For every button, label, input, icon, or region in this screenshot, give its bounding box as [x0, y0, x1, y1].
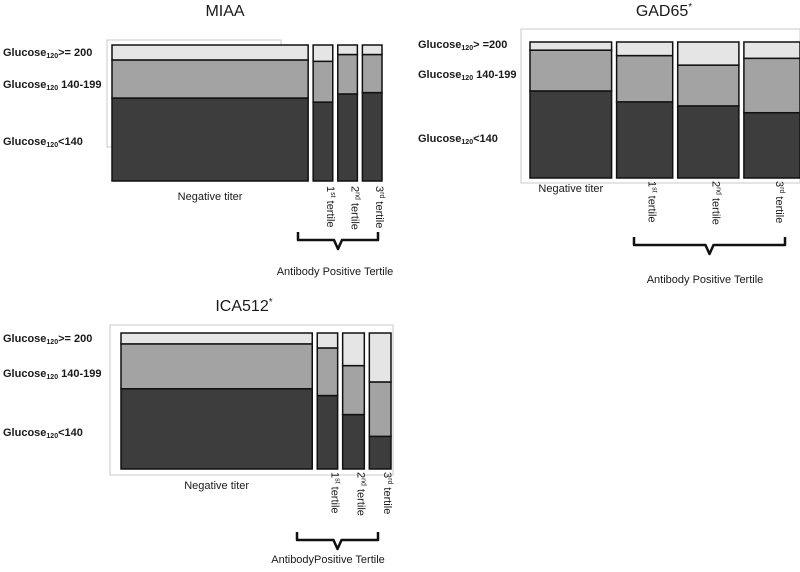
category-label: Negative titer — [538, 183, 603, 195]
bar-segment-lt140 — [676, 105, 740, 179]
bar-segment-140-199 — [120, 343, 313, 390]
category-label: 3rd tertile — [381, 472, 393, 514]
bar-segment-lt140 — [312, 101, 334, 182]
chart-title: MIAA — [205, 3, 244, 20]
bar-segment-lt140 — [529, 90, 613, 179]
bar-segment-ge200 — [368, 332, 392, 383]
legend-label: Glucose120>= 200 — [3, 333, 92, 346]
bar-segment-ge200 — [312, 44, 334, 63]
category-label: 1st tertile — [328, 472, 340, 514]
group-label: Antibody Positive Tertile — [277, 266, 394, 278]
bar-segment-140-199 — [341, 364, 366, 416]
legend-label: Glucose120<140 — [3, 136, 83, 149]
bar-segment-lt140 — [316, 394, 339, 470]
bar-segment-ge200 — [316, 332, 339, 349]
category-label: 3rd tertile — [373, 186, 385, 228]
bar-segment-140-199 — [529, 49, 613, 92]
bar-segment-ge200 — [341, 332, 366, 367]
bar-segment-140-199 — [676, 64, 740, 107]
category-label: 1st tertile — [646, 181, 658, 223]
bar-segment-ge200 — [529, 41, 613, 51]
bar-segment-ge200 — [615, 41, 674, 57]
bar-segment-140-199 — [337, 53, 359, 95]
bar-segment-lt140 — [368, 435, 392, 470]
bar-segment-140-199 — [368, 381, 392, 438]
bar-segment-lt140 — [111, 97, 309, 182]
tertile-brace — [632, 237, 787, 256]
bar-segment-ge200 — [743, 41, 800, 60]
legend-label: Glucose120>= 200 — [3, 47, 92, 60]
bar-segment-ge200 — [111, 44, 309, 61]
bar-segment-lt140 — [120, 388, 313, 470]
bar-segment-ge200 — [120, 332, 313, 345]
bar-segment-ge200 — [337, 44, 359, 56]
plot-frame — [109, 324, 394, 476]
category-label: 2nd tertile — [709, 181, 721, 225]
legend-label: Glucose120<140 — [3, 427, 83, 440]
group-label: AntibodyPositive Tertile — [271, 554, 385, 566]
legend-label: Glucose120> =200 — [418, 39, 507, 52]
bar-segment-lt140 — [615, 101, 674, 179]
category-label: 3rd tertile — [773, 181, 785, 223]
legend-label: Glucose120 140-199 — [3, 79, 102, 92]
category-label: 2nd tertile — [349, 186, 361, 230]
plot-frame — [520, 28, 800, 184]
bar-segment-lt140 — [341, 413, 366, 470]
category-label: Negative titer — [178, 191, 243, 203]
tertile-brace — [295, 532, 380, 551]
bar-segment-140-199 — [361, 53, 383, 94]
legend-label: Glucose120 140-199 — [3, 368, 102, 381]
tertile-brace — [296, 232, 380, 251]
chart-title: GAD65* — [636, 2, 692, 20]
bar-segment-140-199 — [615, 54, 674, 103]
bar-segment-lt140 — [361, 91, 383, 182]
bar-segment-140-199 — [316, 347, 339, 397]
legend-label: Glucose120<140 — [418, 133, 498, 146]
category-label: 1st tertile — [324, 186, 336, 228]
bar-segment-ge200 — [361, 44, 383, 56]
bar-segment-lt140 — [337, 93, 359, 182]
bar-segment-140-199 — [743, 57, 800, 114]
chart-title: ICA512* — [215, 297, 272, 315]
legend-label: Glucose120 140-199 — [418, 69, 517, 82]
bar-segment-140-199 — [111, 59, 309, 99]
group-label: Antibody Positive Tertile — [647, 274, 764, 286]
category-label: Negative titer — [184, 480, 249, 492]
bar-segment-ge200 — [676, 41, 740, 66]
category-label: 2nd tertile — [354, 472, 366, 516]
bar-segment-140-199 — [312, 60, 334, 103]
bar-segment-lt140 — [743, 111, 800, 179]
